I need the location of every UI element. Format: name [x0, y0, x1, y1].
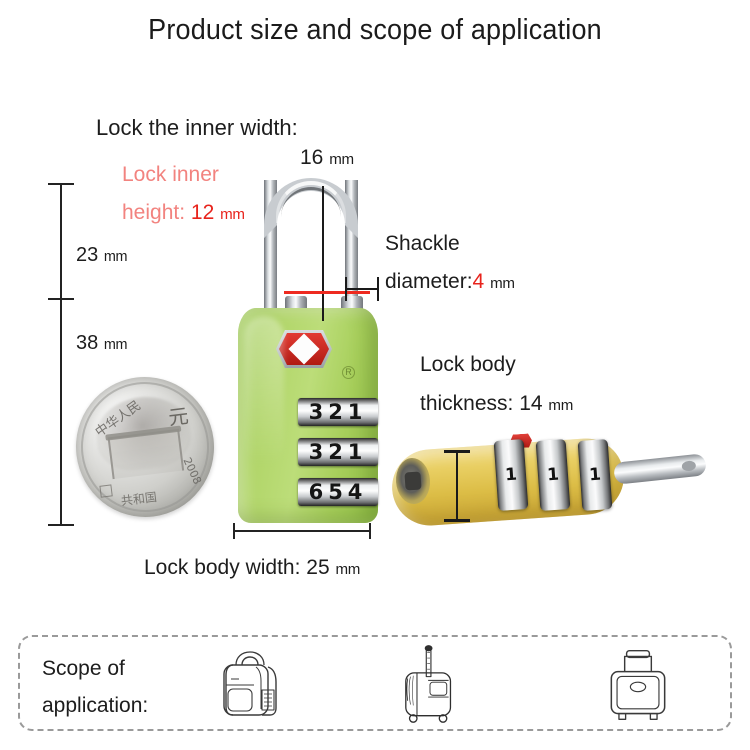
body-width-unit: mm	[335, 561, 361, 578]
inner-width-value: 16 mm	[300, 146, 354, 170]
shackle-label-line2: diameter:4 mm	[385, 270, 515, 294]
inner-width-unit: mm	[329, 151, 354, 168]
shackle-diameter-cap-right	[377, 277, 379, 301]
shackle-label-line1: Shackle	[385, 232, 460, 255]
shackle	[264, 178, 363, 316]
inner-width-label: Lock the inner width:	[96, 115, 298, 141]
coin-scale-reference: 中华人民 元 2008 共和国	[67, 369, 223, 525]
height-lower-unit: mm	[103, 337, 128, 353]
coin-mint-mark	[99, 484, 114, 498]
thickness-marker-stem	[456, 450, 458, 522]
vertical-dimension-line	[60, 183, 62, 525]
inner-width-label-text: Lock the inner width:	[96, 115, 298, 140]
coin-denomination: 元	[167, 403, 190, 430]
vertical-tick-middle	[48, 298, 74, 300]
thickness-label-text: thickness:	[420, 392, 514, 415]
thickness-marker-cap-top	[444, 450, 470, 453]
height-upper-dimension: 23 mm	[76, 244, 128, 267]
body-width-dimension-line	[233, 530, 371, 532]
combination-dial-2[interactable]: 321	[298, 438, 378, 466]
body-width-dimension: Lock body width: 25 mm	[144, 556, 360, 580]
yellow-combination-dial-3[interactable]: 1	[577, 439, 613, 511]
lock-body: R 321 321 654	[238, 308, 378, 523]
registered-mark-icon: R	[342, 366, 355, 379]
inner-width-number: 16	[300, 146, 324, 169]
inner-height-label-line1: Lock inner	[122, 163, 219, 186]
inner-height-label-line2: height: 12 mm	[122, 201, 245, 225]
rolling-duffel-icon	[382, 645, 478, 725]
inner-width-measure-line	[284, 291, 370, 294]
combination-dial-3[interactable]: 654	[298, 478, 378, 506]
scope-label-line1: Scope of	[42, 657, 125, 680]
vertical-tick-top	[48, 183, 74, 185]
height-upper-number: 23	[76, 244, 99, 266]
thickness-unit: mm	[548, 397, 573, 414]
height-lower-number: 38	[76, 332, 99, 354]
body-width-tick-right	[369, 523, 371, 539]
tsa-diamond-logo	[276, 330, 332, 368]
body-width-tick-left	[233, 523, 235, 539]
thickness-dimension-marker	[444, 450, 470, 522]
backpack-icon	[202, 645, 298, 725]
page-title: Product size and scope of application	[148, 14, 602, 46]
scope-of-application-panel: Scope of application:	[18, 635, 732, 731]
shackle-number: 4	[472, 270, 485, 293]
height-upper-unit: mm	[103, 249, 128, 265]
combination-dial-1[interactable]: 321	[298, 398, 378, 426]
inner-height-unit: mm	[220, 206, 245, 223]
body-width-number: 25	[306, 556, 330, 579]
yellow-combination-dial-1[interactable]: 1	[493, 439, 529, 511]
thickness-number: 14	[519, 392, 543, 415]
vertical-tick-bottom	[48, 524, 74, 526]
shackle-diameter-marker	[345, 277, 379, 301]
inner-height-label-text: height:	[122, 201, 186, 224]
suitcase-icon	[590, 645, 686, 725]
yellow-combination-dial-2[interactable]: 1	[535, 439, 571, 511]
scope-label-line2: application:	[42, 693, 149, 717]
thickness-label-line1: Lock body	[420, 353, 516, 376]
shackle-label-text: diameter:	[385, 270, 473, 293]
shackle-diameter-cap-left	[345, 277, 347, 301]
body-width-label-text: Lock body width:	[144, 556, 301, 579]
thickness-marker-cap-bottom	[444, 519, 470, 522]
thickness-label-line2: thickness: 14 mm	[420, 392, 573, 416]
height-lower-dimension: 38 mm	[76, 332, 128, 355]
shackle-unit: mm	[490, 275, 515, 292]
yellow-padlock-side-view: 1 1 1	[389, 432, 708, 530]
green-padlock: R 321 321 654	[238, 178, 378, 523]
scope-label: Scope of application:	[42, 651, 148, 725]
coin-gate-motif	[107, 428, 185, 480]
yellow-lock-shackle	[613, 453, 707, 485]
inner-height-measure-line	[322, 186, 324, 321]
inner-height-number: 12	[190, 201, 215, 224]
shackle-diameter-bar	[345, 288, 379, 290]
